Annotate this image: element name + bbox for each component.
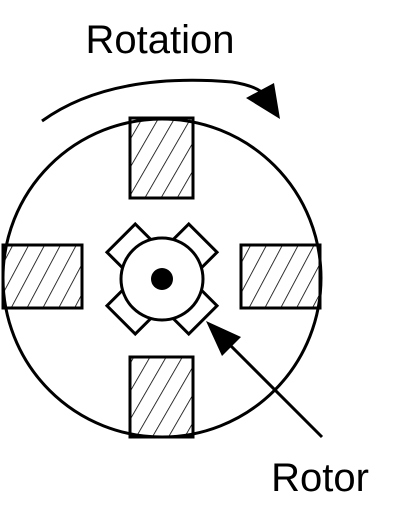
stator-pole-right bbox=[239, 243, 322, 310]
rotation-arrowhead bbox=[246, 83, 280, 119]
stator-pole-left bbox=[1, 243, 84, 310]
rotation-arrow-arc bbox=[41, 78, 268, 123]
rotor-shaft bbox=[151, 268, 173, 290]
rotor-pointer-arrowhead bbox=[206, 321, 241, 356]
stator-pole-top bbox=[128, 116, 195, 200]
rotor-pointer-line bbox=[220, 335, 324, 439]
rotation-label: Rotation bbox=[86, 18, 235, 62]
stator-pole-bottom bbox=[128, 355, 195, 439]
rotor-label: Rotor bbox=[271, 456, 369, 500]
